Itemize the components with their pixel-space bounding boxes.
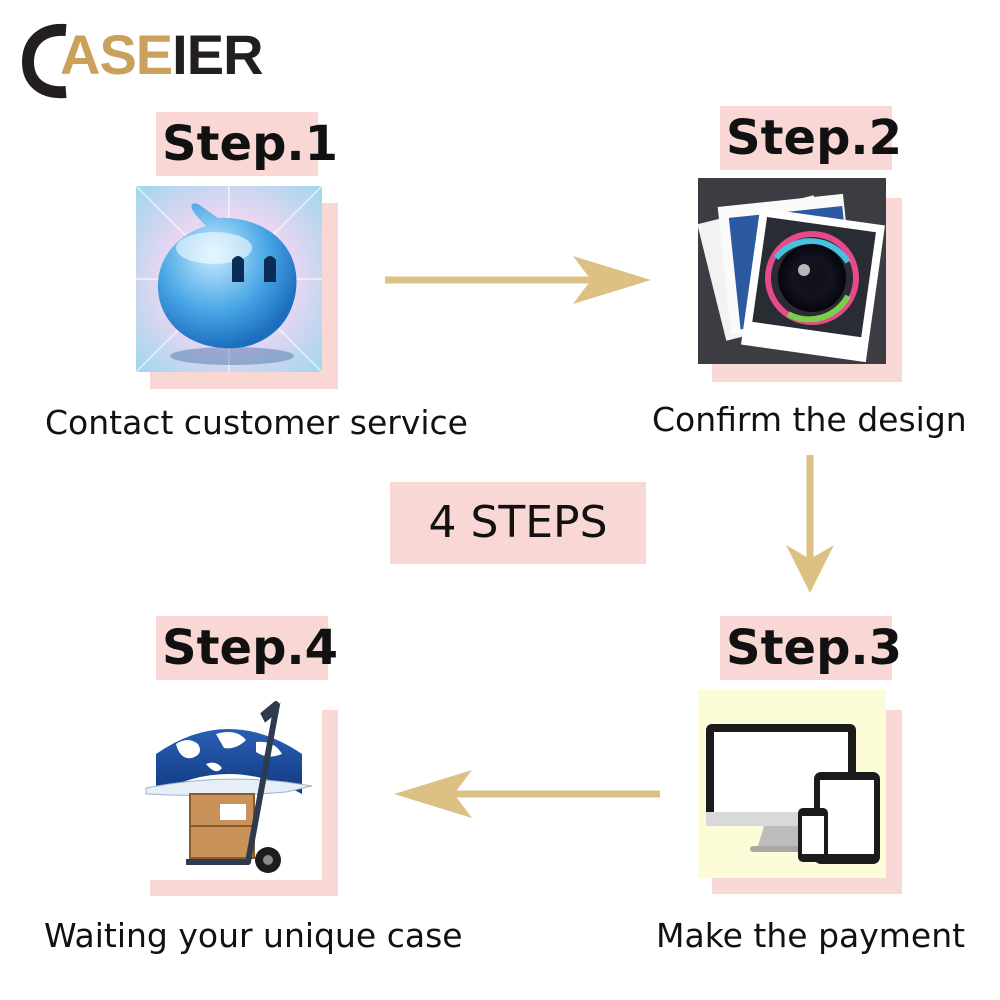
- step-3-image: [698, 690, 886, 878]
- step-3-caption: Make the payment: [656, 916, 966, 955]
- camera-photos-icon: [698, 193, 885, 363]
- step-1-caption: Contact customer service: [45, 403, 468, 442]
- arrow-left-icon: [394, 770, 660, 818]
- brand-logo: ASEIER: [22, 20, 292, 100]
- step-4-caption: Waiting your unique case: [44, 916, 463, 955]
- shipping-globe-icon: [145, 701, 313, 873]
- step-2-image: [698, 178, 886, 364]
- step-2-label: Step.2: [720, 106, 902, 170]
- step-4-image: [136, 694, 322, 880]
- step-3-label: Step.3: [720, 616, 902, 680]
- steps-count-badge: 4 STEPS: [390, 482, 646, 564]
- step-1-label: Step.1: [156, 112, 338, 176]
- arrow-down-icon: [786, 455, 834, 593]
- step-4-label: Step.4: [156, 616, 338, 680]
- arrow-right-icon: [385, 256, 651, 304]
- step-2-caption: Confirm the design: [652, 400, 967, 439]
- devices-icon: [706, 724, 880, 864]
- chat-bubble-icon: [136, 186, 322, 372]
- step-1-image: [136, 186, 322, 372]
- logo-wordmark: ASEIER: [60, 23, 264, 86]
- logo-c-mark: [22, 23, 67, 99]
